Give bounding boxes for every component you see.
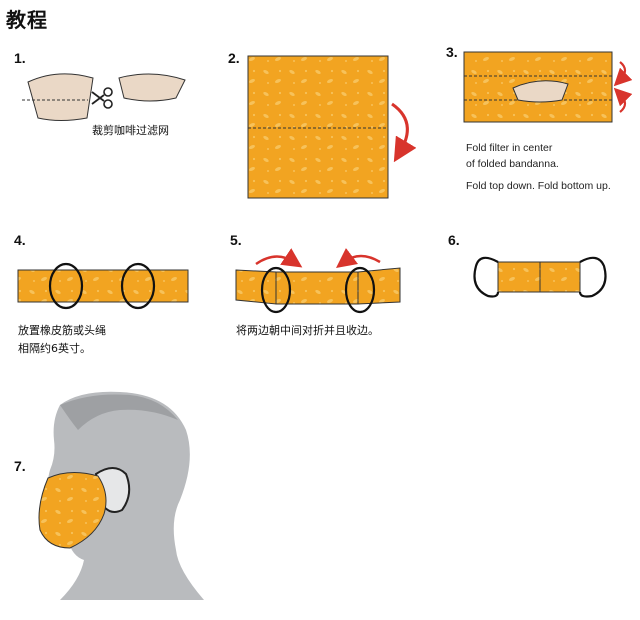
step3-number: 3. (446, 44, 458, 60)
page-title: 教程 (6, 8, 48, 32)
step4-number: 4. (14, 232, 26, 248)
step3-caption-line1: Fold filter in center (466, 142, 553, 154)
step3-caption-line3: Fold top down. Fold bottom up. (466, 180, 611, 192)
step7-number: 7. (14, 458, 26, 474)
step5-caption: 将两边朝中间对折并且收边。 (236, 324, 379, 337)
step2-number: 2. (228, 50, 240, 66)
fold-left-arrow (255, 248, 303, 268)
step2-bandanna-illustration (247, 55, 417, 199)
step3-caption-line2: of folded bandanna. (466, 158, 559, 170)
worn-mask (38, 472, 107, 549)
fold-top-arrow (613, 61, 633, 87)
fold-down-arrow (391, 102, 417, 163)
elastic-left (48, 262, 84, 310)
elastic-right (120, 262, 156, 310)
step5-strip-illustration (235, 248, 401, 314)
step7-head-illustration (38, 391, 205, 600)
step4-caption-line2: 相隔约6英寸。 (18, 342, 91, 355)
step1-filter-illustration (22, 73, 186, 121)
step4-caption-line1: 放置橡皮筋或头绳 (18, 324, 106, 337)
scissors-icon (91, 87, 113, 109)
step6-number: 6. (448, 232, 460, 248)
filter-piece (512, 80, 569, 103)
step1-caption: 裁剪咖啡过滤网 (92, 124, 169, 137)
fold-bottom-arrow (613, 87, 633, 113)
step3-bandanna-illustration (463, 51, 633, 123)
filter-right-piece (118, 73, 186, 102)
fold-right-arrow (335, 248, 381, 268)
step5-number: 5. (230, 232, 242, 248)
step6-mask-illustration (473, 256, 607, 298)
step1-number: 1. (14, 50, 26, 66)
filter-left-piece (27, 73, 94, 121)
step4-strip-illustration (17, 262, 189, 310)
